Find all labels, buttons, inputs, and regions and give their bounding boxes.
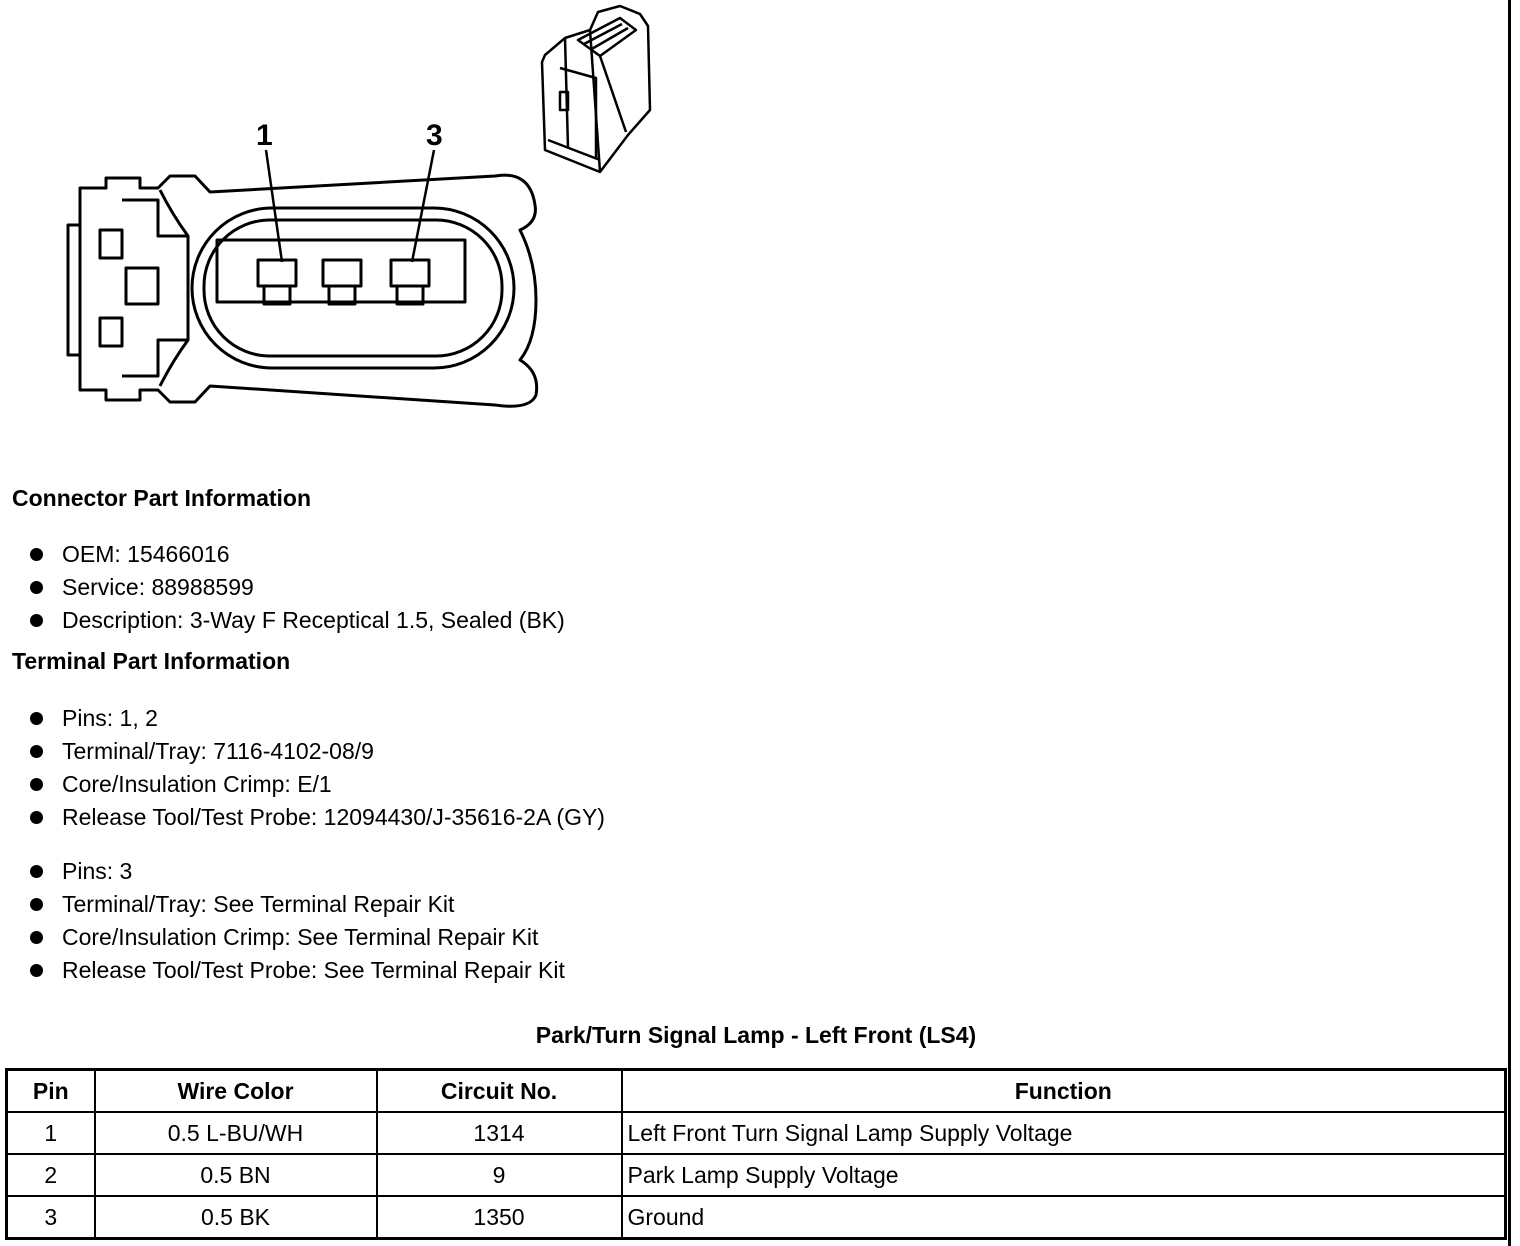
bullet-icon <box>30 614 43 627</box>
connector-info-list: OEM: 15466016 Service: 88988599 Descript… <box>30 538 565 637</box>
bullet-icon <box>30 745 43 758</box>
cell-function: Park Lamp Supply Voltage <box>620 1153 1507 1197</box>
table-header-row: Pin Wire Color Circuit No. Function <box>5 1068 1507 1113</box>
seal-ring-outer <box>190 206 516 370</box>
list-item-text: Service: 88988599 <box>62 574 254 600</box>
table-row: 2 0.5 BN 9 Park Lamp Supply Voltage <box>5 1153 1507 1197</box>
list-item: Description: 3-Way F Receptical 1.5, Sea… <box>30 604 565 637</box>
header-function: Function <box>620 1068 1507 1113</box>
list-item: Terminal/Tray: 7116-4102-08/9 <box>30 735 605 768</box>
bullet-icon <box>30 581 43 594</box>
table-row: 1 0.5 L-BU/WH 1314 Left Front Turn Signa… <box>5 1111 1507 1155</box>
list-item-text: Terminal/Tray: 7116-4102-08/9 <box>62 738 374 764</box>
list-item: Release Tool/Test Probe: 12094430/J-3561… <box>30 801 605 834</box>
pinout-table: Pin Wire Color Circuit No. Function 1 0.… <box>5 1068 1507 1240</box>
terminal-info-heading: Terminal Part Information <box>12 648 291 674</box>
terminal-1 <box>256 258 298 306</box>
list-item-text: Terminal/Tray: See Terminal Repair Kit <box>62 891 455 917</box>
cell-wire-color: 0.5 L-BU/WH <box>93 1111 378 1155</box>
pin-1-leader <box>264 149 284 263</box>
terminal-info-list-2: Pins: 3 Terminal/Tray: See Terminal Repa… <box>30 855 565 987</box>
list-item-text: OEM: 15466016 <box>62 541 230 567</box>
cell-wire-color: 0.5 BN <box>93 1153 378 1197</box>
list-item-text: Core/Insulation Crimp: See Terminal Repa… <box>62 924 539 950</box>
header-wire-color: Wire Color <box>93 1068 378 1113</box>
pin-3-leader <box>410 149 436 263</box>
connector-housing <box>78 173 539 408</box>
bullet-icon <box>30 811 43 824</box>
latch-window-upper <box>98 228 124 260</box>
latch-window-lower <box>98 316 124 348</box>
list-item-text: Release Tool/Test Probe: See Terminal Re… <box>62 957 565 983</box>
cell-function: Left Front Turn Signal Lamp Supply Volta… <box>620 1111 1507 1155</box>
bullet-icon <box>30 964 43 977</box>
bullet-icon <box>30 865 43 878</box>
terminal-3 <box>389 258 431 306</box>
list-item-text: Core/Insulation Crimp: E/1 <box>62 771 332 797</box>
bullet-icon <box>30 712 43 725</box>
list-item-text: Description: 3-Way F Receptical 1.5, Sea… <box>62 607 565 633</box>
list-item: Pins: 1, 2 <box>30 702 605 735</box>
bullet-icon <box>30 548 43 561</box>
cell-function: Ground <box>620 1195 1507 1240</box>
list-item: Service: 88988599 <box>30 571 565 604</box>
connector-diagram: 1 3 <box>66 4 652 408</box>
list-item-text: Pins: 3 <box>62 858 133 884</box>
terminal-cavity <box>215 238 467 304</box>
cell-circuit-no: 9 <box>375 1153 623 1197</box>
connector-info-heading: Connector Part Information <box>12 485 312 511</box>
connector-thumbnail <box>540 4 652 174</box>
connector-latch <box>66 223 80 357</box>
list-item: Pins: 3 <box>30 855 565 888</box>
terminal-info-list-1: Pins: 1, 2 Terminal/Tray: 7116-4102-08/9… <box>30 702 605 834</box>
pin-3-label: 3 <box>426 119 443 152</box>
list-item: OEM: 15466016 <box>30 538 565 571</box>
bullet-icon <box>30 931 43 944</box>
cell-circuit-no: 1350 <box>375 1195 623 1240</box>
pin-1-label: 1 <box>256 119 273 152</box>
terminal-2 <box>321 258 363 306</box>
page-right-border <box>1508 0 1511 1246</box>
header-pin: Pin <box>5 1068 96 1113</box>
table-title: Park/Turn Signal Lamp - Left Front (LS4) <box>535 1022 977 1048</box>
list-item: Core/Insulation Crimp: E/1 <box>30 768 605 801</box>
seal-ring-inner <box>202 218 504 358</box>
list-item: Terminal/Tray: See Terminal Repair Kit <box>30 888 565 921</box>
latch-tab <box>124 266 160 306</box>
list-item-text: Pins: 1, 2 <box>62 705 158 731</box>
cell-pin: 2 <box>5 1153 96 1197</box>
cell-circuit-no: 1314 <box>375 1111 623 1155</box>
list-item-text: Release Tool/Test Probe: 12094430/J-3561… <box>62 804 605 830</box>
cell-pin: 1 <box>5 1111 96 1155</box>
cell-pin: 3 <box>5 1195 96 1240</box>
list-item: Release Tool/Test Probe: See Terminal Re… <box>30 954 565 987</box>
bullet-icon <box>30 778 43 791</box>
list-item: Core/Insulation Crimp: See Terminal Repa… <box>30 921 565 954</box>
bullet-icon <box>30 898 43 911</box>
header-circuit-no: Circuit No. <box>375 1068 623 1113</box>
table-row: 3 0.5 BK 1350 Ground <box>5 1195 1507 1240</box>
cell-wire-color: 0.5 BK <box>93 1195 378 1240</box>
